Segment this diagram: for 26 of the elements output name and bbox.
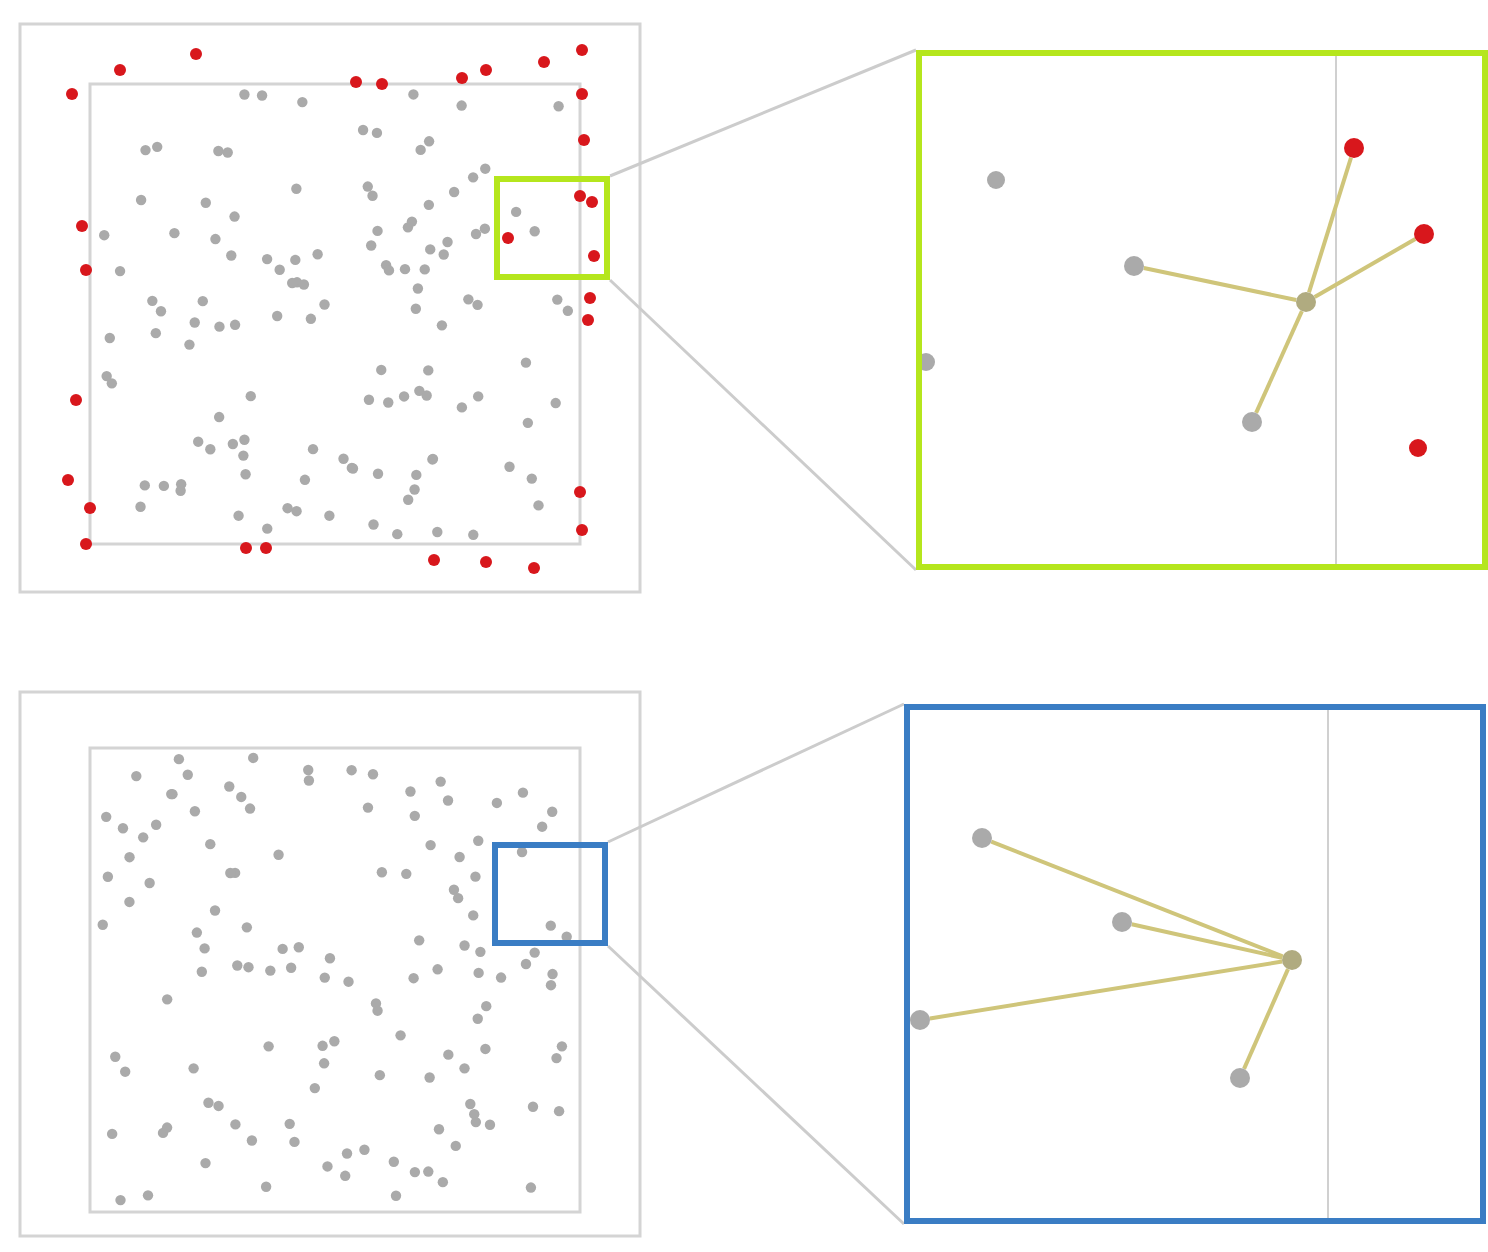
neighbor-link xyxy=(1254,310,1304,414)
neighbor-link xyxy=(1131,922,1283,960)
neighbor-link xyxy=(990,839,1284,959)
zoom-box xyxy=(494,176,610,280)
data-point xyxy=(910,1010,930,1030)
neighbor-link xyxy=(1307,156,1353,294)
inset-panel xyxy=(916,50,1488,570)
zoom-line xyxy=(607,702,905,844)
neighbor-link xyxy=(1143,266,1297,302)
inset-panel xyxy=(904,704,1486,1224)
zoom-line xyxy=(609,48,917,178)
neighbor-link xyxy=(1313,237,1417,299)
data-point xyxy=(1112,912,1132,932)
data-point xyxy=(1282,950,1302,970)
zoom-line xyxy=(606,944,906,1226)
data-point xyxy=(1230,1068,1250,1088)
neighbor-link xyxy=(929,959,1283,1021)
data-point xyxy=(1124,256,1144,276)
data-point xyxy=(1242,412,1262,432)
zoom-line xyxy=(608,278,918,572)
data-point xyxy=(972,828,992,848)
data-point xyxy=(1414,224,1434,244)
zoom-box xyxy=(492,842,608,946)
data-point xyxy=(1344,138,1364,158)
data-point xyxy=(1296,292,1316,312)
neighbor-link xyxy=(1242,968,1290,1070)
